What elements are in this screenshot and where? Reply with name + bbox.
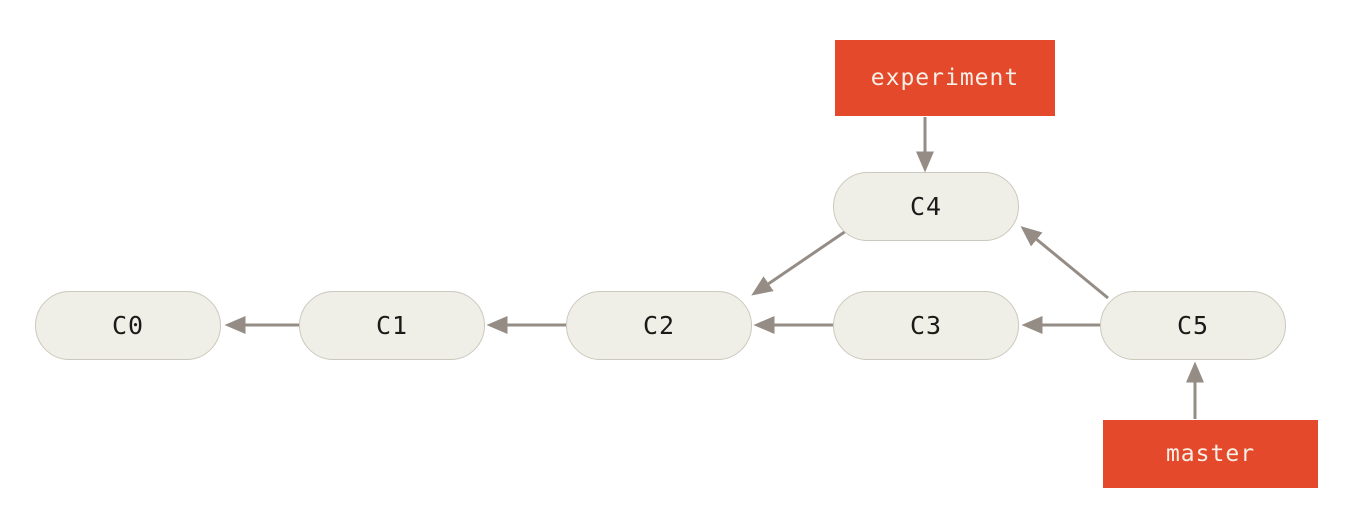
- commit-node-c2: C2: [566, 291, 752, 360]
- commit-node-c3: C3: [833, 291, 1019, 360]
- commit-label: C1: [375, 311, 409, 340]
- edge-c4-to-c2: [751, 229, 847, 296]
- commit-node-c5: C5: [1100, 291, 1286, 360]
- branch-label-master: master: [1103, 420, 1318, 488]
- branch-label-experiment: experiment: [835, 40, 1055, 116]
- commit-label: C3: [909, 311, 943, 340]
- commit-node-c0: C0: [35, 291, 221, 360]
- commit-label: C4: [909, 192, 943, 221]
- commit-node-c4: C4: [833, 172, 1019, 241]
- edge-c5-to-c4: [1020, 226, 1109, 300]
- commit-label: C2: [642, 311, 676, 340]
- commit-label: C5: [1176, 311, 1210, 340]
- commit-node-c1: C1: [299, 291, 485, 360]
- commit-label: C0: [111, 311, 145, 340]
- branch-name: experiment: [870, 65, 1020, 91]
- branch-name: master: [1165, 441, 1256, 467]
